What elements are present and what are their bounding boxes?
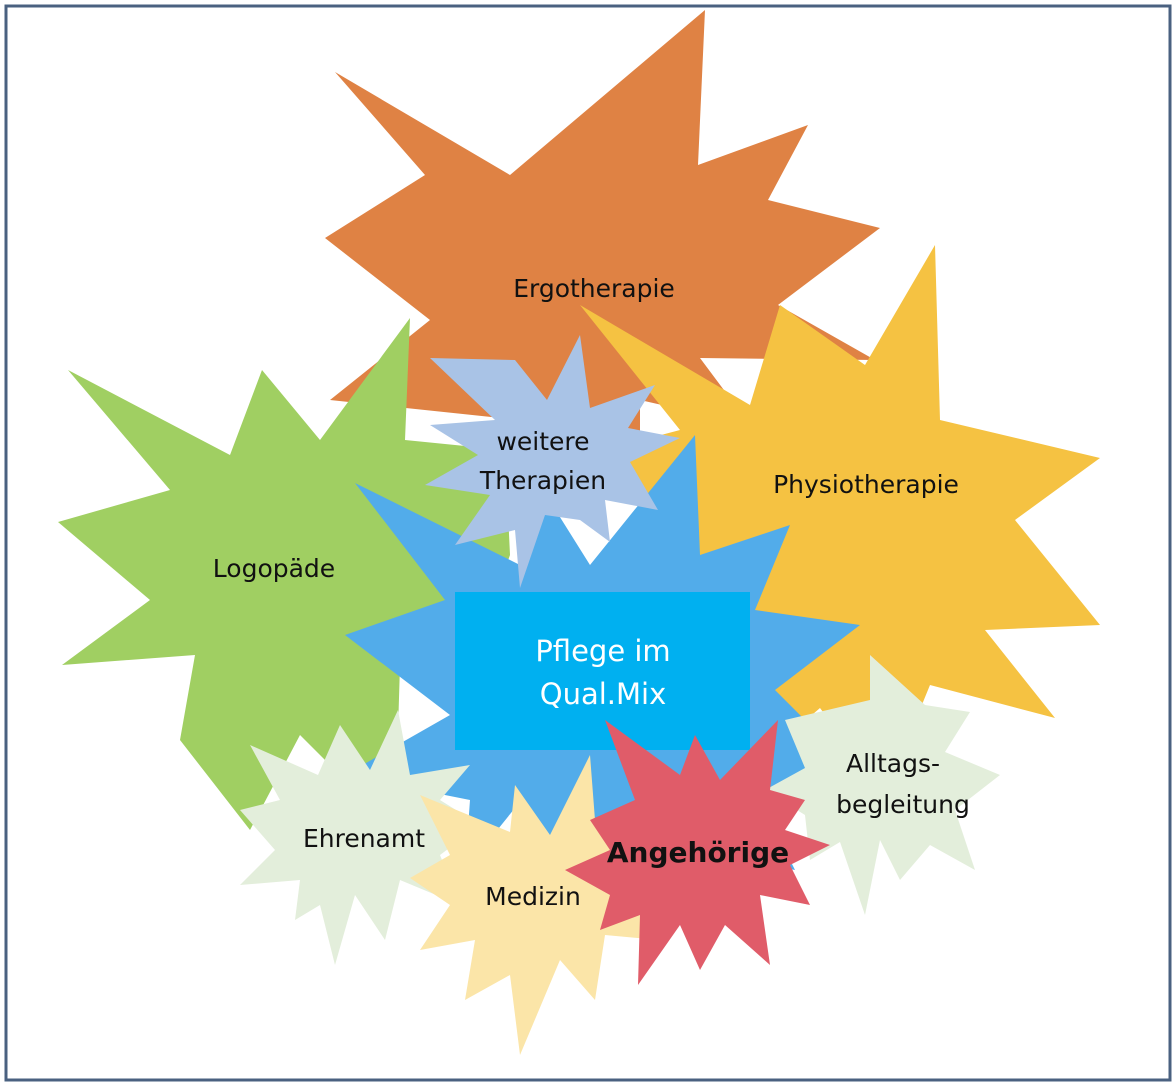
node-ehrenamt: Ehrenamt xyxy=(240,710,480,965)
node-physiotherapie: Physiotherapie xyxy=(580,245,1100,795)
alltagsbegleitung-star xyxy=(765,655,1000,915)
alltagsbegleitung-label-line1: Alltags- xyxy=(846,749,940,778)
node-ergotherapie: Ergotherapie xyxy=(325,10,880,470)
node-weitere-therapien: weitere Therapien xyxy=(425,335,680,588)
medizin-label: Medizin xyxy=(485,882,581,911)
node-center: Pflege im Qual.Mix xyxy=(455,592,750,750)
node-logopaede: Logopäde xyxy=(58,318,510,830)
alltagsbegleitung-label-line2: begleitung xyxy=(836,790,970,819)
node-angehoerige: Angehörige xyxy=(565,720,830,985)
weitere-therapien-label-line1: weitere xyxy=(496,427,589,456)
weitere-therapien-label-line2: Therapien xyxy=(479,466,606,495)
angehoerige-label: Angehörige xyxy=(607,836,789,869)
ehrenamt-label: Ehrenamt xyxy=(303,824,425,853)
physiotherapie-label: Physiotherapie xyxy=(773,470,959,499)
center-box xyxy=(455,592,750,750)
node-alltagsbegleitung: Alltags- begleitung xyxy=(765,655,1000,915)
center-label-line1: Pflege im xyxy=(535,634,670,668)
physiotherapie-star xyxy=(580,245,1100,795)
center-label-line2: Qual.Mix xyxy=(540,677,667,711)
ergotherapie-label: Ergotherapie xyxy=(513,274,675,303)
logopaede-label: Logopäde xyxy=(213,554,335,583)
ehrenamt-star xyxy=(240,710,480,965)
ergotherapie-star xyxy=(325,10,880,470)
angehoerige-star xyxy=(565,720,830,985)
weitere-therapien-star xyxy=(425,335,680,588)
logopaede-star xyxy=(58,318,510,830)
